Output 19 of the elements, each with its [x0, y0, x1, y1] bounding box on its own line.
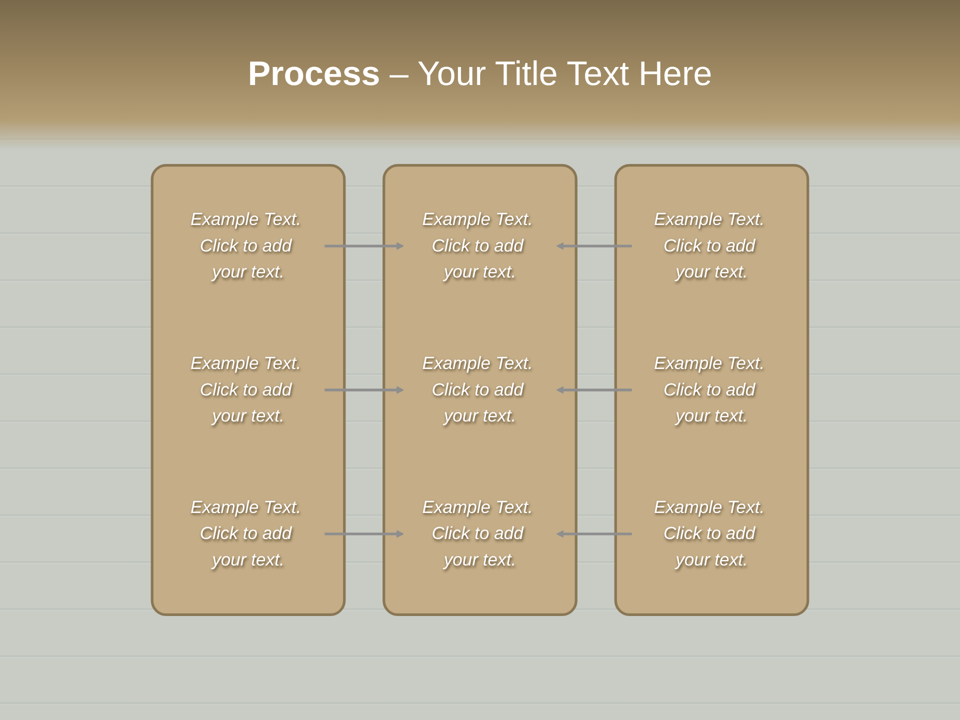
step-text: Example Text. Click to add your text. — [422, 354, 533, 426]
step-text: Example Text. Click to add your text. — [190, 354, 302, 426]
step-text: Example Text. Click to add your text. — [422, 498, 533, 570]
arrow — [556, 530, 632, 538]
step-text: Example Text. Click to add your text. — [654, 498, 765, 570]
process-panel — [614, 164, 810, 616]
arrow — [324, 242, 404, 250]
step-text: Example Text. Click to add your text. — [654, 354, 765, 426]
step-text: Example Text. Click to add your text. — [654, 210, 765, 282]
process-panel — [382, 164, 578, 616]
step-text: Example Text. Click to add your text. — [190, 210, 302, 282]
slide-title: Process – Your Title Text Here — [246, 54, 714, 95]
arrow — [324, 530, 404, 538]
step-text: Example Text. Click to add your text. — [422, 210, 533, 282]
step-text: Example Text. Click to add your text. — [190, 498, 302, 570]
process-panel — [150, 164, 346, 616]
arrow — [556, 386, 632, 394]
arrow — [324, 386, 404, 394]
arrow — [556, 242, 632, 250]
